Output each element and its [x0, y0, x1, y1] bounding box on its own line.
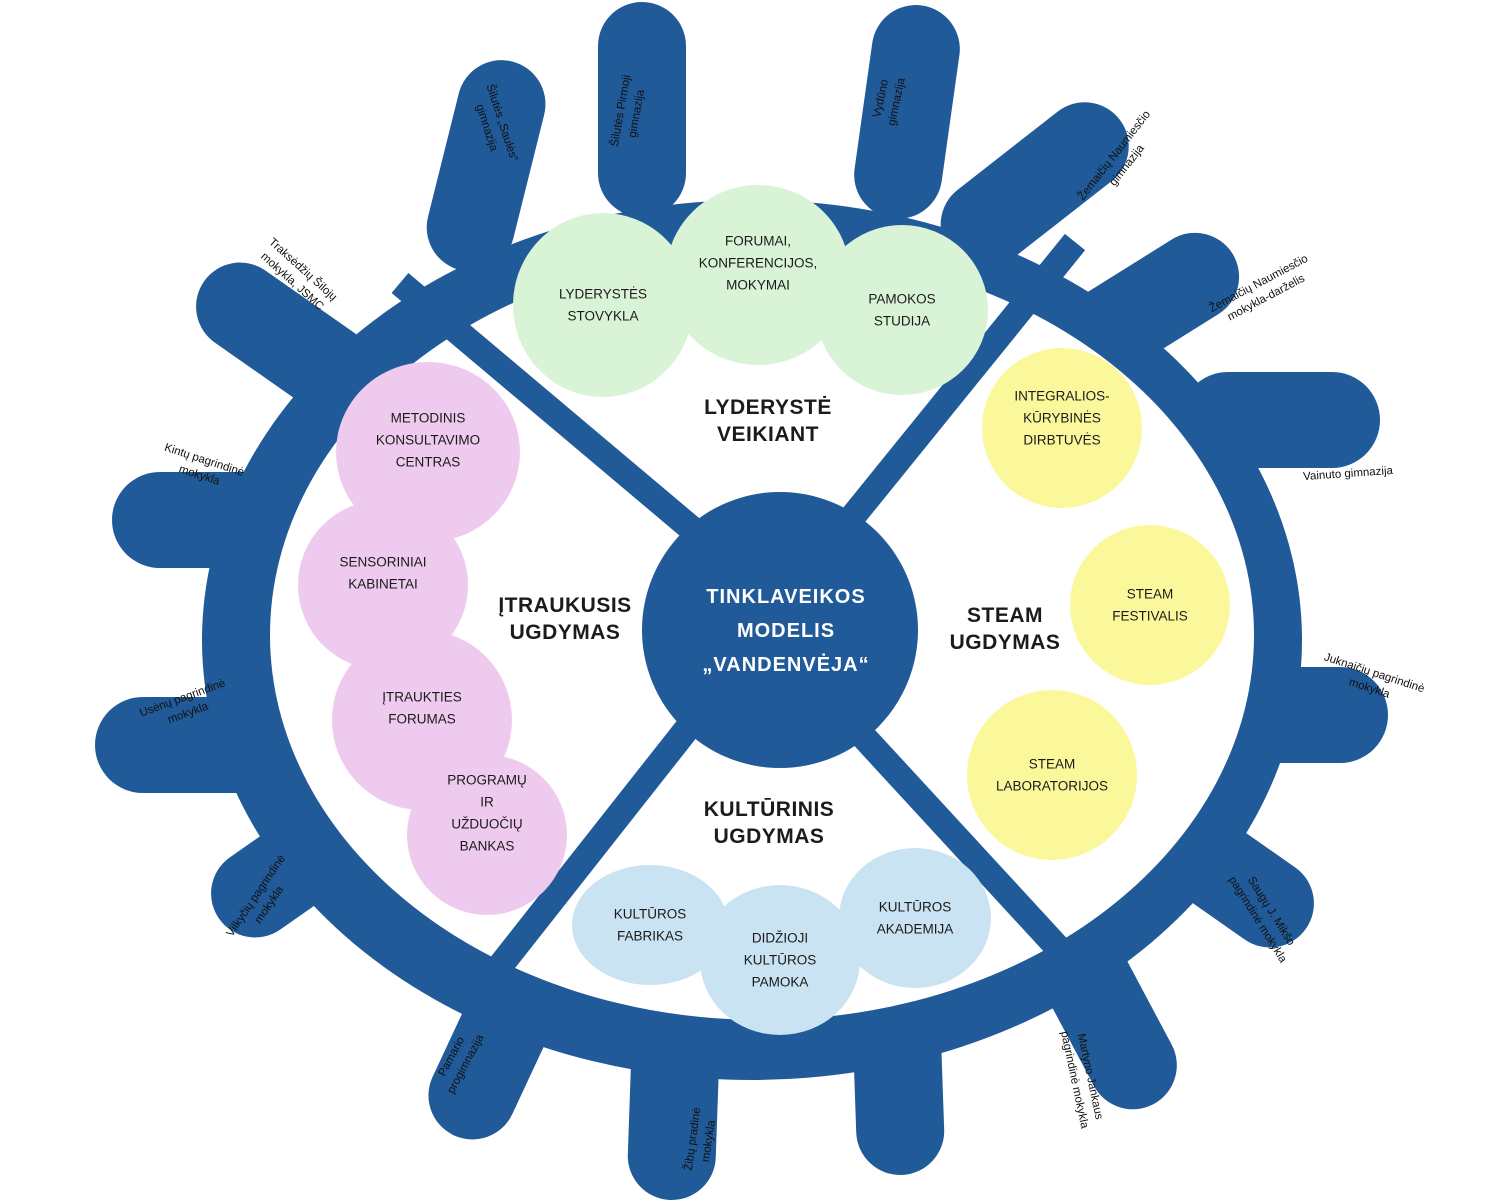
divider-spokes — [391, 233, 1093, 984]
bubble-steam — [982, 348, 1142, 508]
bubble-inclusive — [336, 362, 520, 542]
divider-spoke — [391, 273, 714, 550]
bubble-cultural — [572, 865, 728, 985]
bubble-label-leadership: FORUMAI,KONFERENCIJOS,MOKYMAI — [699, 234, 818, 293]
bubble-leadership — [666, 185, 850, 365]
bubble-leadership — [513, 213, 693, 397]
divider-spoke — [482, 716, 701, 984]
gear-petal — [426, 60, 546, 272]
gear-petal — [854, 5, 960, 219]
center-circle — [642, 492, 918, 768]
bubble-cultural — [839, 848, 991, 988]
divider-spoke — [839, 233, 1086, 529]
gear-petal — [940, 102, 1129, 269]
bubble-steam — [967, 690, 1137, 860]
gear-petal — [598, 2, 686, 217]
bubble-steam — [1070, 525, 1230, 685]
bubble-leadership — [816, 225, 988, 395]
divider-spoke — [852, 726, 1093, 984]
bubble-cultural — [700, 885, 860, 1035]
bubble-inclusive — [407, 755, 567, 915]
bubble-inclusive — [298, 500, 468, 670]
